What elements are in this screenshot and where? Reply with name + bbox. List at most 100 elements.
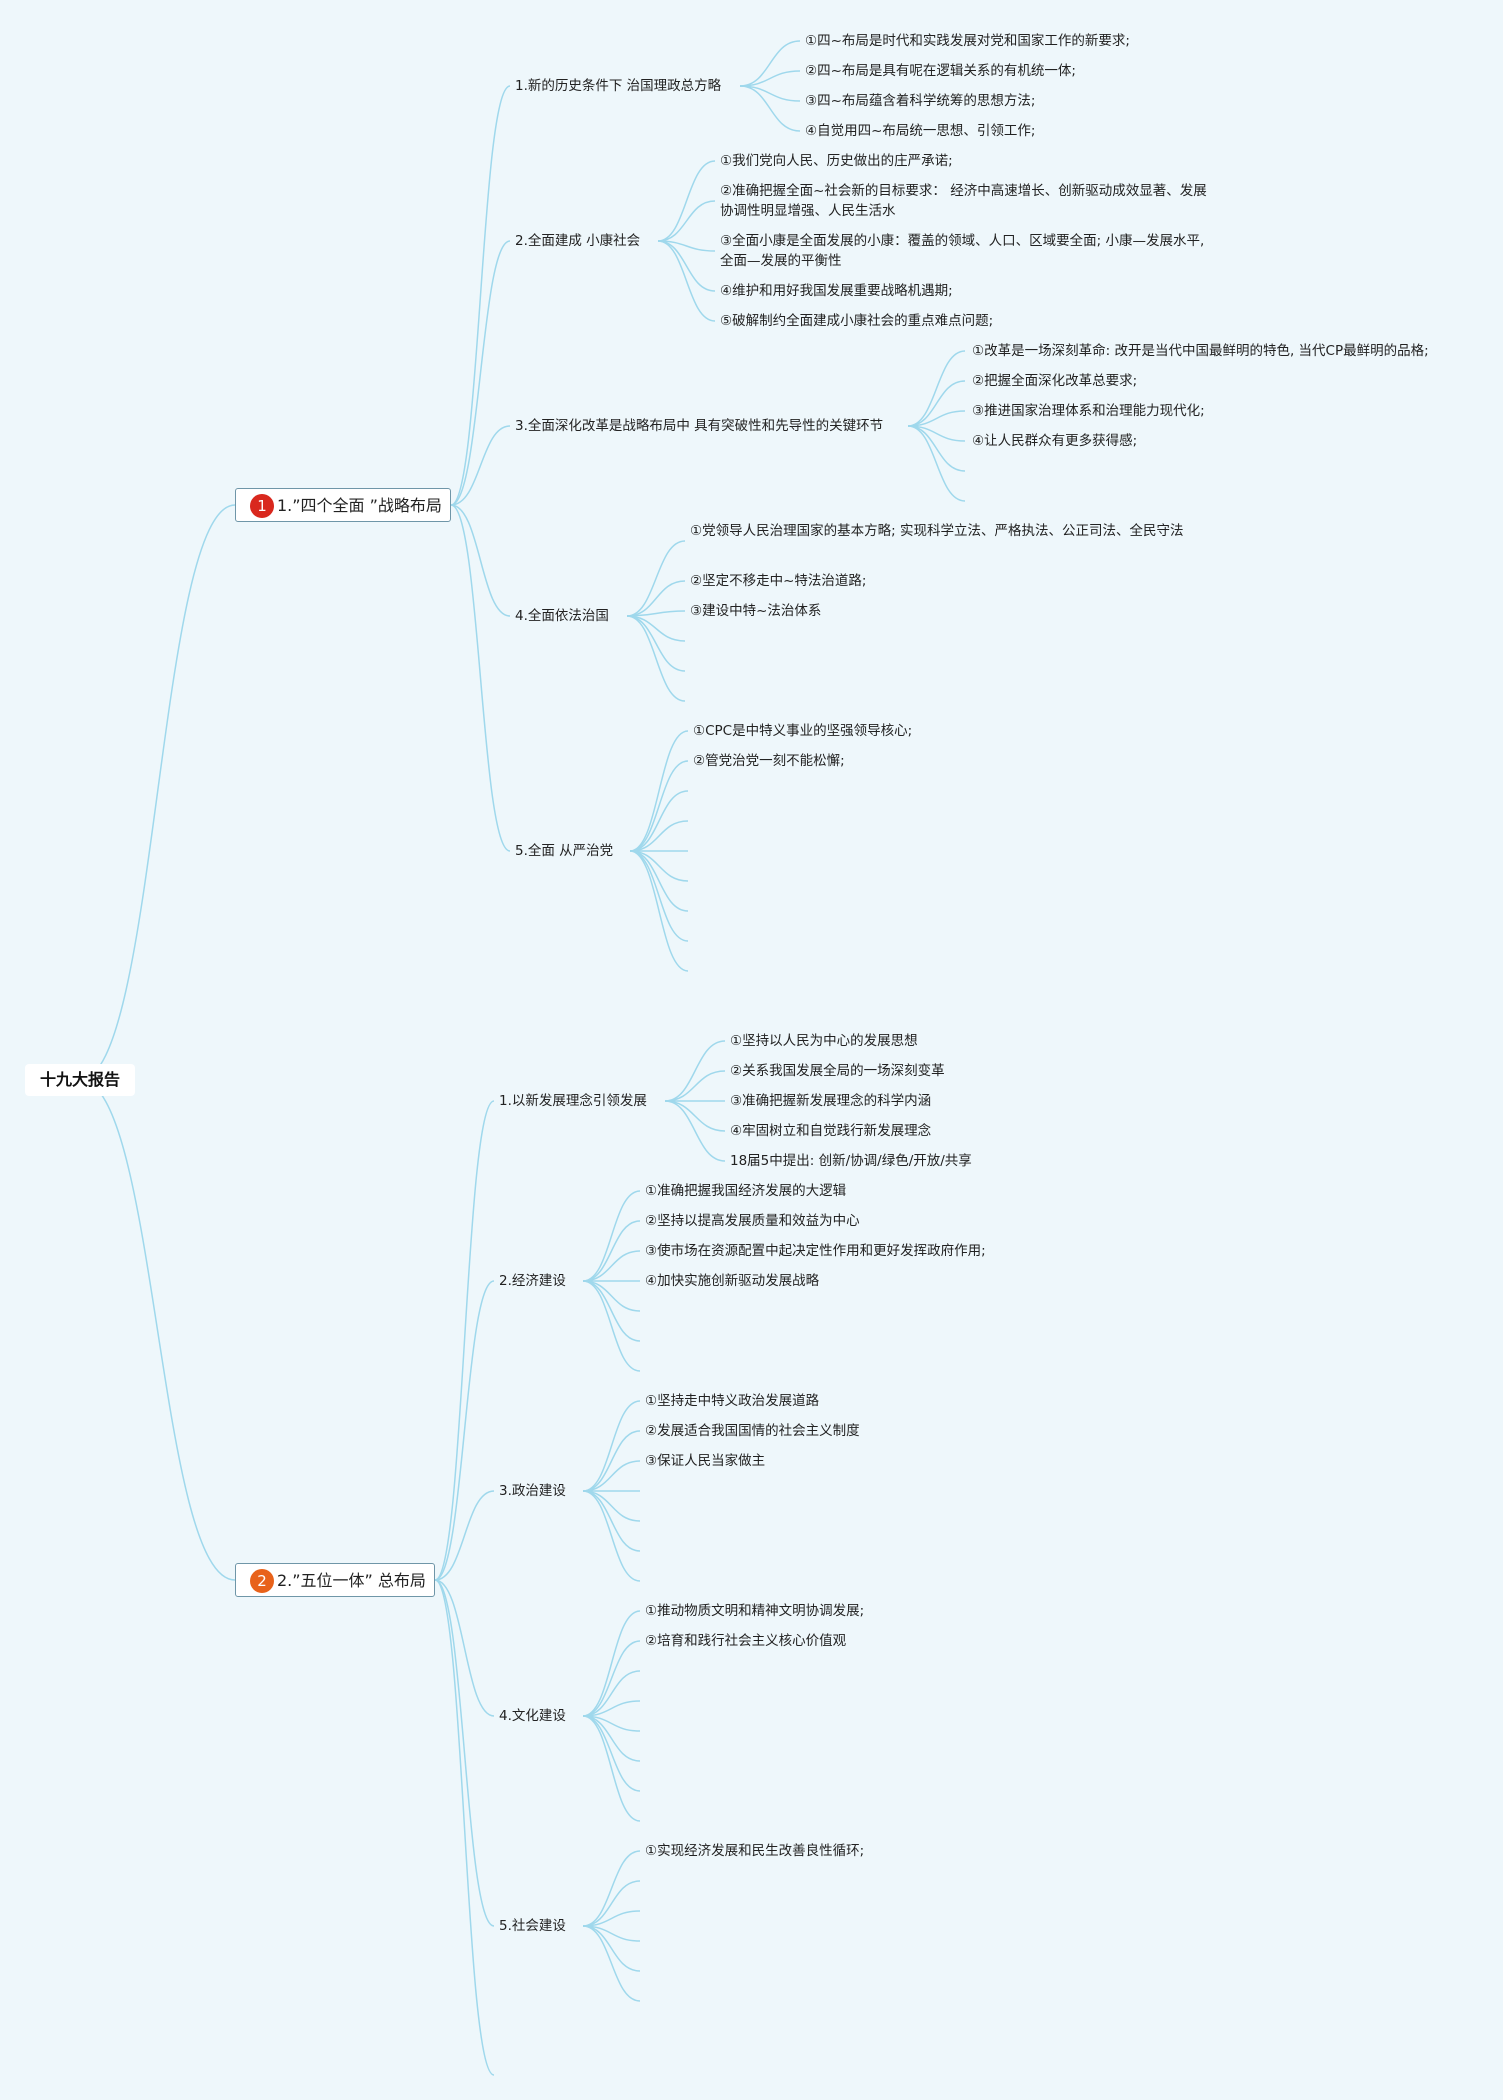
connector-line — [629, 850, 689, 912]
connector-line — [626, 540, 686, 617]
branch-title: 2.”五位一体” 总布局 — [277, 1571, 426, 1590]
connector-line — [582, 1925, 641, 2002]
connector-line — [582, 1715, 641, 1792]
connector-line — [657, 200, 716, 242]
leaf-item[interactable]: ②坚持以提高发展质量和效益为中心 — [645, 1213, 860, 1229]
subtopic-political-construction[interactable]: 3.政治建设 — [499, 1483, 566, 1499]
connector-line — [907, 350, 966, 427]
leaf-item[interactable]: ①党领导人民治理国家的基本方略; 实现科学立法、严格执法、公正司法、全民守法 — [690, 523, 1184, 539]
leaf-item[interactable]: ②关系我国发展全局的一场深刻变革 — [730, 1063, 945, 1079]
connector-line — [739, 40, 801, 87]
connector-line — [582, 1430, 641, 1492]
connector-line — [582, 1610, 641, 1717]
connector-line — [79, 1079, 236, 1581]
connector-line — [582, 1490, 641, 1522]
leaf-item[interactable]: ③保证人民当家做主 — [645, 1453, 766, 1469]
connector-line — [450, 504, 511, 617]
leaf-item[interactable]: ①实现经济发展和民生改善良性循环; — [645, 1843, 865, 1859]
connector-line — [582, 1715, 641, 1822]
connector-line — [626, 580, 686, 617]
leaf-item[interactable]: ③全面小康是全面发展的小康：覆盖的领域、人口、区域要全面; 小康—发展水平, 全… — [720, 233, 1205, 269]
connector-line — [629, 850, 689, 972]
leaf-item[interactable]: ①我们党向人民、历史做出的庄严承诺; — [720, 153, 953, 169]
subtopic-new-development-concept[interactable]: 1.以新发展理念引领发展 — [499, 1093, 647, 1109]
leaf-item[interactable]: ①坚持以人民为中心的发展思想 — [730, 1033, 918, 1049]
connector-line — [664, 1100, 726, 1162]
subtopic-social-construction[interactable]: 5.社会建设 — [499, 1918, 566, 1934]
connector-line — [582, 1700, 641, 1717]
leaf-item[interactable]: ③使市场在资源配置中起决定性作用和更好发挥政府作用; — [645, 1243, 986, 1259]
connector-line — [739, 70, 801, 87]
subtopic-party-discipline[interactable]: 5.全面 从严治党 — [515, 843, 614, 859]
connector-line — [450, 504, 511, 852]
subtopic-moderately-prosperous-society[interactable]: 2.全面建成 小康社会 — [515, 233, 641, 249]
connector-line — [657, 240, 716, 322]
leaf-item[interactable]: ②发展适合我国国情的社会主义制度 — [645, 1423, 860, 1439]
leaf-item[interactable]: ⑤破解制约全面建成小康社会的重点难点问题; — [720, 313, 994, 329]
subtopic-cultural-construction[interactable]: 4.文化建设 — [499, 1708, 566, 1724]
connector-line — [582, 1490, 641, 1582]
connector-line — [582, 1190, 641, 1282]
subtopic-economic-construction[interactable]: 2.经济建设 — [499, 1273, 566, 1289]
connector-line — [626, 615, 686, 642]
leaf-item[interactable]: ④加快实施创新驱动发展战略 — [645, 1273, 820, 1289]
connector-line — [629, 850, 689, 882]
leaf-item[interactable]: ②坚定不移走中~特法治道路; — [690, 573, 867, 589]
leaf-item[interactable]: ④牢固树立和自觉践行新发展理念 — [730, 1123, 932, 1139]
connector-line — [582, 1640, 641, 1717]
subtopic-governance-strategy[interactable]: 1.新的历史条件下 治国理政总方略 — [515, 78, 722, 94]
connector-line — [626, 615, 686, 702]
leaf-item[interactable]: ①准确把握我国经济发展的大逻辑 — [645, 1183, 847, 1199]
leaf-item[interactable]: ①推动物质文明和精神文明协调发展; — [645, 1603, 865, 1619]
connector-line — [629, 820, 689, 852]
connector-line — [629, 730, 689, 852]
leaf-item[interactable]: ④维护和用好我国发展重要战略机遇期; — [720, 283, 953, 299]
connector-line — [434, 1280, 495, 1581]
leaf-item[interactable]: ①四~布局是时代和实践发展对党和国家工作的新要求; — [805, 33, 1130, 49]
connector-line — [629, 850, 689, 942]
leaf-item[interactable]: ②培育和践行社会主义核心价值观 — [645, 1633, 847, 1649]
connector-line — [664, 1070, 726, 1102]
connector-line — [664, 1040, 726, 1102]
leaf-item[interactable]: ②四~布局是具有呢在逻辑关系的有机统一体; — [805, 63, 1076, 79]
connector-line — [629, 790, 689, 852]
connector-line — [582, 1910, 641, 1927]
connector-line — [582, 1280, 641, 1372]
leaf-item[interactable]: ③四~布局蕴含着科学统筹的思想方法; — [805, 93, 1036, 109]
connector-line — [629, 760, 689, 852]
connector-line — [434, 1100, 495, 1581]
leaf-item[interactable]: ①改革是一场深刻革命: 改开是当代中国最鲜明的特色, 当代CP最鲜明的品格; — [972, 343, 1429, 359]
connector-line — [582, 1400, 641, 1492]
leaf-item[interactable]: 18届5中提出: 创新/协调/绿色/开放/共享 — [730, 1153, 972, 1169]
connector-line — [582, 1850, 641, 1927]
root-topic[interactable]: 十九大报告 — [25, 1064, 135, 1096]
subtopic-rule-of-law[interactable]: 4.全面依法治国 — [515, 608, 609, 624]
leaf-item[interactable]: ②管党治党一刻不能松懈; — [693, 753, 845, 769]
connector-line — [434, 1490, 495, 1581]
connector-line — [657, 240, 716, 292]
leaf-item[interactable]: ①坚持走中特义政治发展道路 — [645, 1393, 820, 1409]
subtopic-deepening-reform[interactable]: 3.全面深化改革是战略布局中 具有突破性和先导性的关键环节 — [515, 418, 884, 434]
connector-line — [664, 1100, 726, 1132]
connector-line — [739, 85, 801, 132]
leaf-item[interactable]: ②把握全面深化改革总要求; — [972, 373, 1138, 389]
connector-line — [582, 1490, 641, 1552]
leaf-item[interactable]: ④自觉用四~布局统一思想、引领工作; — [805, 123, 1036, 139]
leaf-item[interactable]: ④让人民群众有更多获得感; — [972, 433, 1138, 449]
leaf-item[interactable]: ②准确把握全面~社会新的目标要求： 经济中高速增长、创新驱动成效显著、发展协调性… — [720, 183, 1207, 219]
leaf-item[interactable]: ①CPC是中特义事业的坚强领导核心; — [693, 723, 913, 739]
connector-line — [657, 240, 716, 252]
leaf-item[interactable]: ③建设中特~法治体系 — [690, 603, 822, 619]
connector-line — [450, 85, 511, 506]
branch-title: 1.”四个全面 ”战略布局 — [277, 496, 442, 515]
connector-line — [434, 1579, 495, 2076]
connector-line — [582, 1460, 641, 1492]
leaf-item[interactable]: ③推进国家治理体系和治理能力现代化; — [972, 403, 1205, 419]
connector-line — [582, 1280, 641, 1312]
connector-line — [582, 1880, 641, 1927]
connector-line — [582, 1280, 641, 1342]
leaf-item[interactable]: ③准确把握新发展理念的科学内涵 — [730, 1093, 932, 1109]
connector-line — [434, 1579, 495, 1717]
